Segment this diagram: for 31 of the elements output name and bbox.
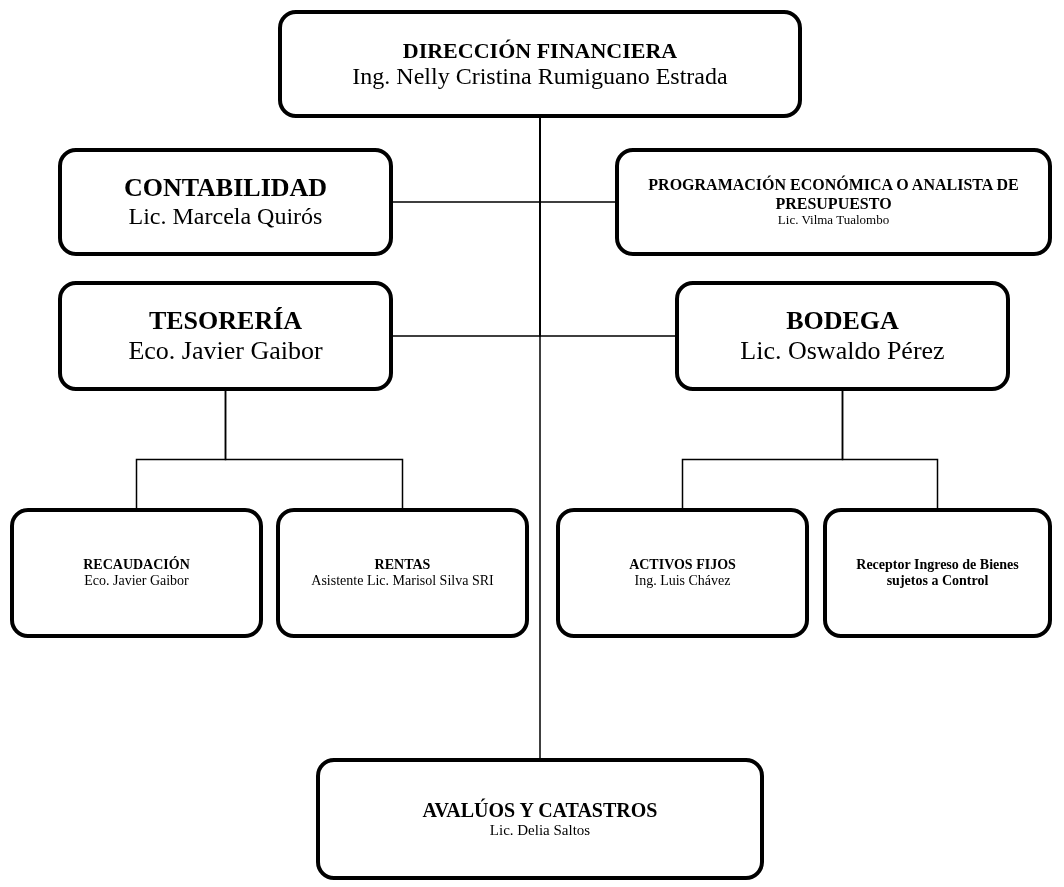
person-name: Eco. Javier Gaibor [128, 336, 323, 366]
connector-line [224, 390, 404, 509]
org-box [276, 508, 529, 638]
unit-title: RECAUDACIÓN [83, 556, 190, 573]
person-name: Lic. Oswaldo Pérez [740, 336, 945, 366]
person-name: Ing. Luis Chávez [634, 573, 731, 590]
org-box [556, 508, 809, 638]
unit-title: BODEGA [786, 306, 899, 336]
unit-title: RENTAS [374, 556, 431, 573]
org-box [675, 281, 1010, 391]
person-name: Asistente Lic. Marisol Silva SRI [311, 573, 494, 590]
unit-title: ACTIVOS FIJOS [629, 556, 736, 573]
org-box [58, 148, 393, 256]
org-box [278, 10, 802, 118]
person-name: Eco. Javier Gaibor [84, 573, 189, 590]
unit-title: Receptor Ingreso de Bienes sujetos a Control [855, 556, 1020, 590]
person-name: Lic. Marcela Quirós [128, 203, 323, 231]
unit-title: DIRECCIÓN FINANCIERA [402, 37, 678, 63]
org-box [615, 148, 1052, 256]
org-box [58, 281, 393, 391]
unit-title: AVALÚOS Y CATASTROS [422, 798, 658, 822]
person-name: Lic. Vilma Tualombo [777, 212, 890, 228]
person-name: Lic. Delia Saltos [489, 821, 591, 840]
connector-line [841, 390, 939, 509]
org-box [823, 508, 1052, 638]
unit-title: PROGRAMACIÓN ECONÓMICA O ANALISTA DE PRESUPUESTO [647, 176, 1020, 213]
org-box [316, 758, 764, 880]
org-box [10, 508, 263, 638]
unit-title: CONTABILIDAD [123, 173, 328, 204]
unit-title: TESORERÍA [148, 306, 303, 336]
person-name: Ing. Nelly Cristina Rumiguano Estrada [352, 62, 728, 91]
